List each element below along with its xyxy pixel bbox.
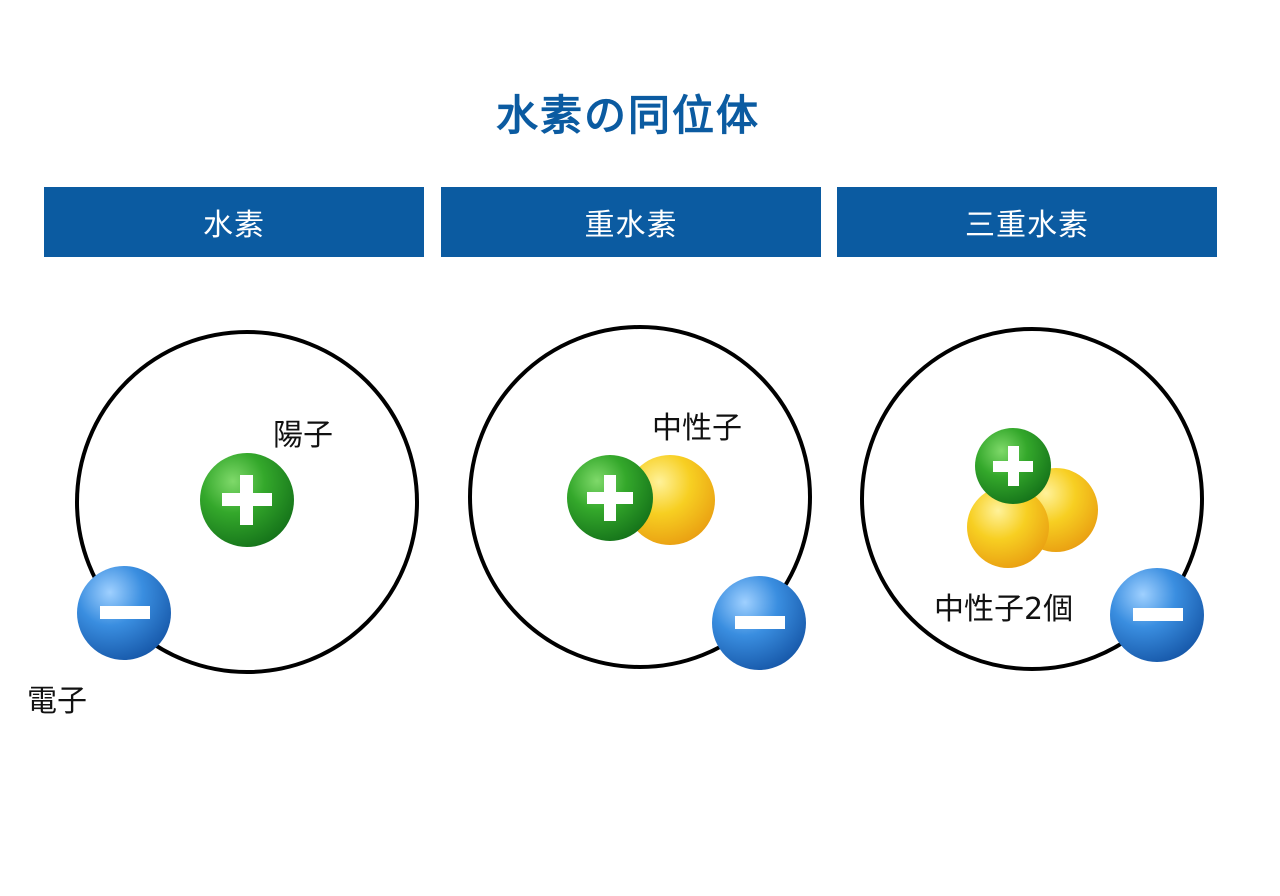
proton — [200, 453, 294, 547]
two-neutrons-label: 中性子2個 — [934, 592, 1074, 627]
orbit-tritium — [860, 327, 1204, 671]
proton — [567, 455, 653, 541]
neutron-label: 中性子 — [652, 411, 742, 446]
neutron — [967, 486, 1049, 568]
proton — [975, 428, 1051, 504]
column-header-hydrogen: 水素 — [44, 187, 424, 257]
electron — [77, 566, 171, 660]
column-header-tritium: 三重水素 — [837, 187, 1217, 257]
electron-label: 電子 — [27, 684, 87, 719]
electron — [712, 576, 806, 670]
electron — [1110, 568, 1204, 662]
proton-label: 陽子 — [273, 418, 333, 453]
column-header-deuterium: 重水素 — [441, 187, 821, 257]
orbit-hydrogen — [75, 330, 419, 674]
page-title: 水素の同位体 — [495, 91, 760, 140]
orbit-deuterium — [468, 325, 812, 669]
